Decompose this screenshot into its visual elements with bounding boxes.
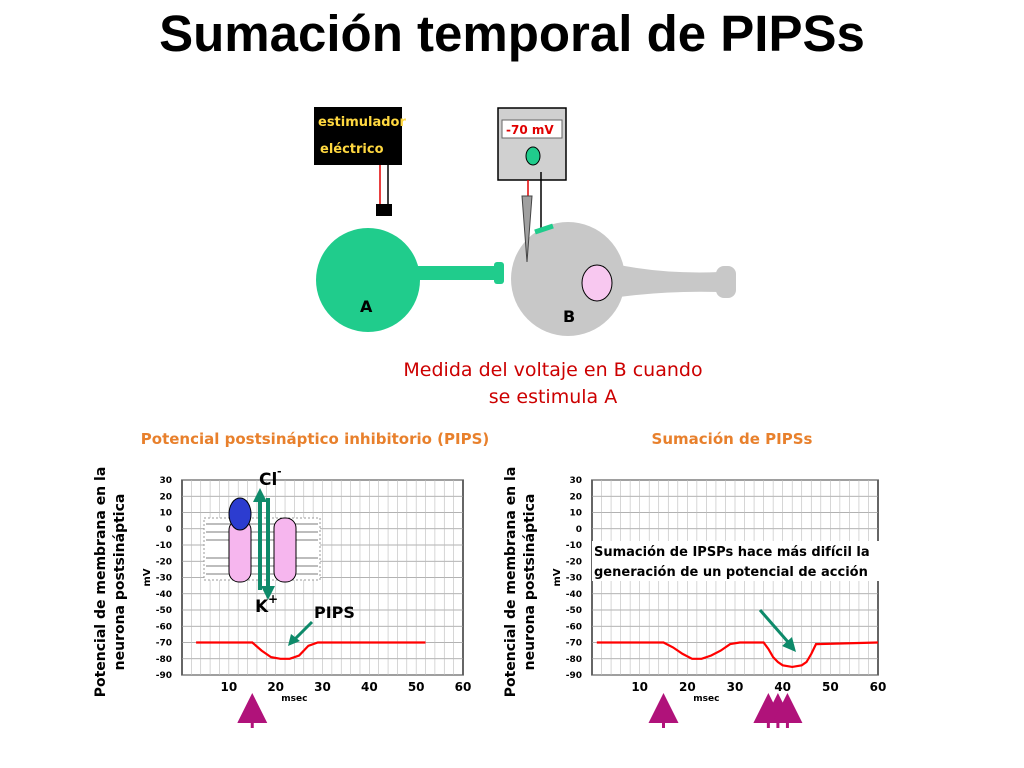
x-tick-label: 40 [361,680,378,694]
stimulator-label-1: estimulador [318,115,406,130]
neuron-diagram: estimulador eléctrico A B -70 mV Medida … [314,107,736,408]
k-ion-label: K [255,597,269,617]
stimulator-box [314,107,402,165]
left-outer-ylabel-2: neurona postsináptica [112,494,128,671]
summation-note-2: generación de un potencial de acción [594,565,868,580]
voltmeter-box [497,107,567,181]
k-ion-charge: + [268,592,278,606]
y-tick-label: 10 [159,509,172,519]
pips-label: PIPS [314,603,355,622]
y-axis-label: mV [552,568,563,586]
y-tick-label: -50 [566,606,582,616]
voltmeter-knob [525,146,541,166]
y-axis-label: mV [142,568,153,586]
y-tick-label: 0 [166,525,172,535]
x-tick-label: 30 [727,680,744,694]
neuron-a-body [316,228,420,332]
cl-ion-label: Cl [259,470,277,490]
recording-electrode [521,195,533,263]
membrane-potential-trace [196,641,426,660]
y-tick-label: -70 [156,639,172,649]
ground-electrode [534,223,554,235]
x-tick-label: 20 [267,680,284,694]
y-tick-label: 20 [569,492,582,502]
membrane-potential-trace [596,641,879,669]
x-axis-label: msec [281,694,307,704]
y-tick-label: -60 [566,622,582,632]
left-chart-title: Potencial postsináptico inhibitorio (PIP… [141,430,489,448]
y-tick-label: -30 [566,574,582,584]
ion-channel-inset: Cl - K + [203,465,321,617]
voltmeter-display [501,119,563,139]
summation-pointer-arrow-head [782,637,796,652]
x-tick-label: 40 [774,680,791,694]
diagram-caption-1: Medida del voltaje en B cuando [403,359,702,381]
channel-blocker [228,497,252,531]
neuron-a-label: A [360,297,373,316]
x-tick-label: 30 [314,680,331,694]
summation-note-1: Sumación de IPSPs hace más difícil la [594,545,870,560]
diagram-caption-2: se estimula A [489,386,617,408]
stimulator-label-2: eléctrico [320,142,384,157]
y-tick-label: 30 [159,476,172,486]
right-outer-ylabel-2: neurona postsináptica [522,494,538,671]
left-chart: Potencial de membrana en la neurona post… [93,465,471,728]
x-axis-label: msec [693,694,719,704]
y-tick-label: -40 [156,590,172,600]
voltmeter-reading: -70 mV [506,123,554,137]
y-tick-label: -20 [566,557,582,567]
left-outer-ylabel-1: Potencial de membrana en la [93,467,109,698]
y-tick-label: -90 [156,671,172,681]
y-tick-label: -90 [566,671,582,681]
x-tick-label: 10 [220,680,237,694]
neuron-b-body [511,222,625,336]
neuron-a-axon [412,266,502,280]
y-tick-label: -70 [566,639,582,649]
right-chart: Potencial de membrana en la neurona post… [503,467,910,728]
x-tick-label: 60 [870,680,887,694]
y-tick-label: -60 [156,622,172,632]
electrode-tip [376,204,392,216]
x-tick-label: 60 [455,680,472,694]
y-tick-label: -30 [156,574,172,584]
y-tick-label: -10 [156,541,172,551]
summation-pointer-arrow [758,609,790,643]
y-tick-label: -40 [566,590,582,600]
cl-ion-charge: - [277,465,282,478]
y-tick-label: -10 [566,541,582,551]
y-tick-label: 10 [569,509,582,519]
x-tick-label: 20 [679,680,696,694]
channel-protein-right [273,517,297,583]
y-tick-label: 30 [569,476,582,486]
y-tick-label: -80 [566,655,582,665]
y-tick-label: -50 [156,606,172,616]
neuron-b-terminal [716,266,736,298]
summation-note-bg [592,541,910,581]
neuron-b-nucleus [581,264,613,302]
pips-pointer-arrow-head [288,634,300,646]
pips-pointer-arrow [292,620,314,642]
y-tick-label: 0 [576,525,582,535]
k-flux-arrow-head [261,586,275,600]
cl-flux-arrow-head [253,488,267,502]
slide-title: Sumación temporal de PIPSs [159,5,865,62]
neuron-b-label: B [563,307,575,326]
right-chart-title: Sumación de PIPSs [652,430,813,448]
x-tick-label: 50 [822,680,839,694]
y-tick-label: -80 [156,655,172,665]
y-tick-label: 20 [159,492,172,502]
right-outer-ylabel-1: Potencial de membrana en la [503,467,519,698]
y-tick-label: -20 [156,557,172,567]
x-tick-label: 50 [408,680,425,694]
neuron-a-terminal [494,262,504,284]
x-tick-label: 10 [631,680,648,694]
